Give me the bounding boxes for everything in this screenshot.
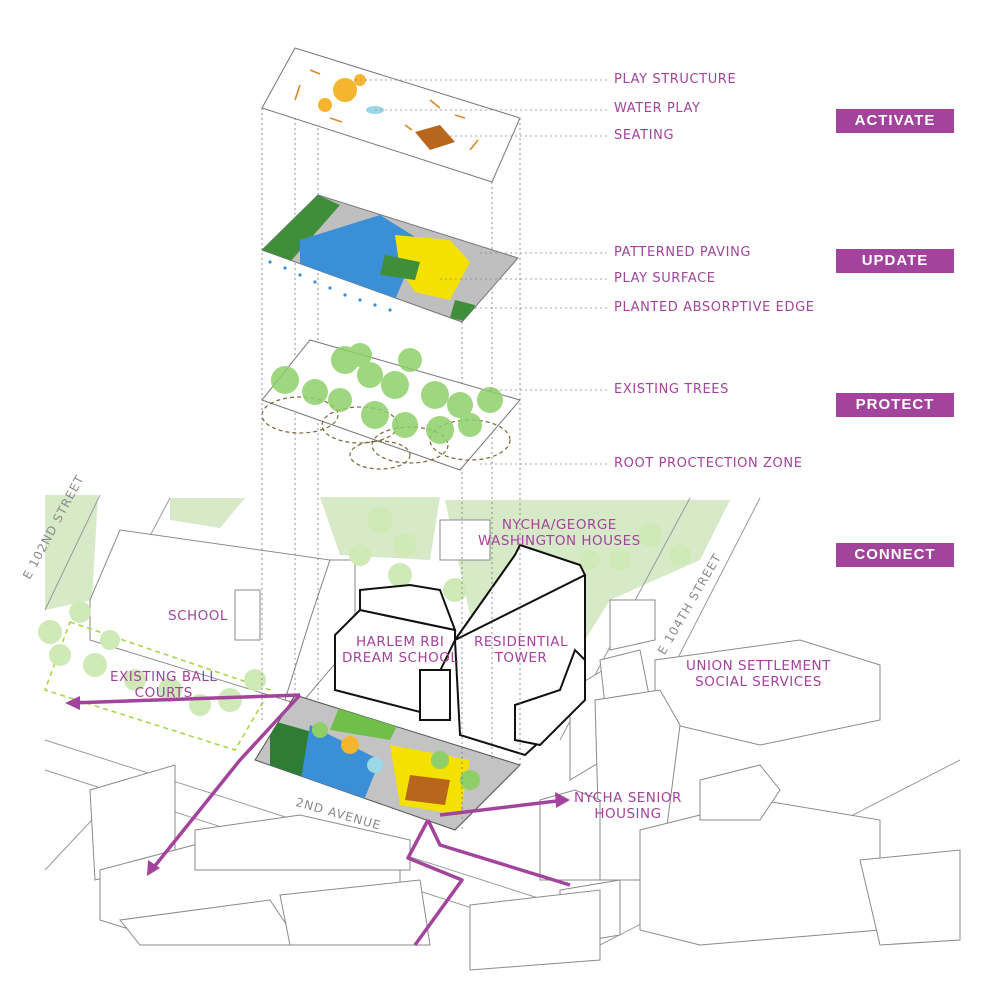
place-line: RESIDENTIAL bbox=[474, 634, 568, 650]
place-line: DREAM SCHOOL bbox=[342, 650, 458, 666]
label-root-protection-zone: ROOT PROCTECTION ZONE bbox=[614, 456, 803, 471]
place-line: NYCHA SENIOR bbox=[574, 790, 682, 806]
label-patterned-paving: PATTERNED PAVING bbox=[614, 245, 751, 260]
activate-layer bbox=[262, 48, 520, 182]
tag-connect: CONNECT bbox=[836, 543, 954, 567]
tag-activate: ACTIVATE bbox=[836, 109, 954, 133]
place-union-settlement: UNION SETTLEMENT SOCIAL SERVICES bbox=[686, 658, 831, 690]
place-line: WASHINGTON HOUSES bbox=[478, 533, 641, 549]
place-line: SOCIAL SERVICES bbox=[686, 674, 831, 690]
park-area bbox=[170, 498, 245, 528]
place-harlem-rbi: HARLEM RBI DREAM SCHOOL bbox=[342, 634, 458, 666]
place-residential-tower: RESIDENTIAL TOWER bbox=[474, 634, 568, 666]
play-structure-mark bbox=[333, 78, 357, 102]
place-line: TOWER bbox=[474, 650, 568, 666]
label-play-structure: PLAY STRUCTURE bbox=[614, 72, 736, 87]
label-existing-trees: EXISTING TREES bbox=[614, 382, 729, 397]
protect-layer bbox=[262, 340, 520, 470]
update-layer bbox=[262, 195, 518, 322]
tag-update: UPDATE bbox=[836, 249, 954, 273]
label-seating: SEATING bbox=[614, 128, 674, 143]
place-line: COURTS bbox=[110, 685, 217, 701]
place-line: HARLEM RBI bbox=[342, 634, 458, 650]
place-nycha-george-washington: NYCHA/GEORGE WASHINGTON HOUSES bbox=[478, 517, 641, 549]
place-line: EXISTING BALL bbox=[110, 669, 217, 685]
place-line: NYCHA/GEORGE bbox=[478, 517, 641, 533]
place-nycha-senior-housing: NYCHA SENIOR HOUSING bbox=[574, 790, 682, 822]
place-line: UNION SETTLEMENT bbox=[686, 658, 831, 674]
tag-protect: PROTECT bbox=[836, 393, 954, 417]
place-line: HOUSING bbox=[574, 806, 682, 822]
label-planted-absorptive-edge: PLANTED ABSORPTIVE EDGE bbox=[614, 300, 815, 315]
place-existing-ball-courts: EXISTING BALL COURTS bbox=[110, 669, 217, 701]
label-water-play: WATER PLAY bbox=[614, 101, 701, 116]
label-play-surface: PLAY SURFACE bbox=[614, 271, 716, 286]
place-school: SCHOOL bbox=[168, 608, 228, 624]
